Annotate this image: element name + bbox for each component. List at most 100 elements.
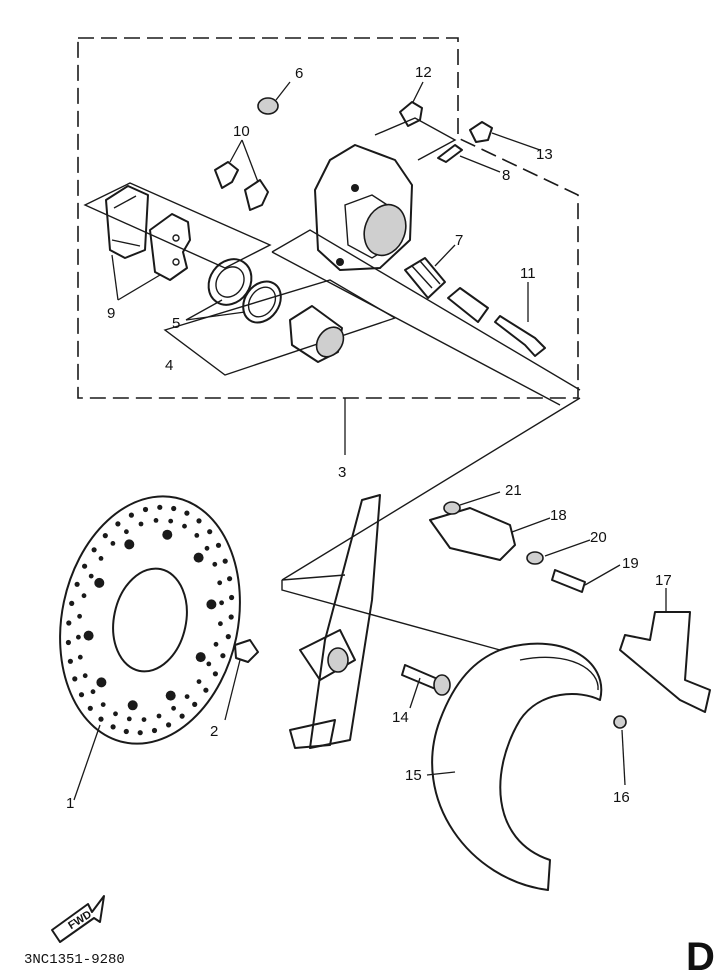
disc-hole [110,541,116,546]
disc-hole [141,717,147,722]
disc-hole [220,653,226,659]
page-letter: D [686,935,715,976]
callout-16: 16 [613,789,630,806]
disc-hole [98,716,104,722]
disc-hole [128,512,134,518]
disc-hole [78,692,85,698]
group-lines [83,117,581,651]
disc-hole [142,506,149,513]
brake-disc [59,495,241,745]
disc-cover [431,642,603,891]
disc-hole [90,689,96,695]
brake-pads [105,185,191,281]
disc-hole [227,576,233,582]
disc-hole [123,728,129,735]
disc-hole [165,690,176,701]
disc-hole [96,677,107,688]
pad-clips [214,161,269,211]
callout-4: 4 [165,357,173,374]
fwd-arrow-icon: FWD [51,895,105,943]
disc-hole [65,639,71,646]
callout-10: 10 [233,123,250,140]
callout-19: 19 [622,555,639,572]
disc-hole [157,504,163,510]
disc-hole [102,533,108,539]
disc-holes [65,504,235,736]
disc-hole [179,713,185,719]
caliper-body [314,144,413,271]
disc-hole [69,600,75,607]
disc-hole [66,620,72,626]
caliper-assembly-boundary [77,37,579,399]
hose-guide-hardware [429,501,586,593]
disc-hole [194,533,200,538]
drawing-code: 3NC1351-9280 [24,952,125,968]
callout-5: 5 [172,315,180,332]
callout-6: 6 [295,65,303,82]
disc-hole [196,518,202,524]
disc-hole [193,552,204,563]
callout-17: 17 [655,572,672,589]
disc-hole [222,558,228,564]
disc-hole [83,630,94,641]
disc-hole [115,521,121,527]
cover-screw [613,715,627,729]
seal-rings [207,258,282,324]
callout-9: 9 [107,305,115,322]
disc-hole [127,700,138,711]
callout-11: 11 [520,265,536,282]
disc-hole [82,673,88,679]
disc-hole [206,661,212,667]
callout-14: 14 [392,709,409,726]
disc-hole [225,634,231,640]
callout-2: 2 [210,723,218,740]
disc-hole [212,671,218,677]
disc-hole [207,529,213,535]
disc-hole [138,521,144,527]
disc-hole [67,658,73,664]
disc-hole [153,518,159,523]
disc-hole [196,679,202,684]
disc-hole [228,614,234,620]
callout-1: 1 [66,795,74,812]
disc-hole [184,694,190,699]
callout-21: 21 [505,482,522,499]
disc-hole [162,529,173,540]
leader-lines [73,81,667,801]
disc-hole [219,600,225,606]
disc-hole [218,621,223,627]
disc-hole [151,727,158,734]
disc-hole [166,722,172,728]
pin-boot-sleeve-bolt [404,257,546,357]
disc-hole [72,676,78,682]
disc-hole [184,510,190,516]
callout-3: 3 [338,464,346,481]
disc-hole [82,563,88,569]
disc-hole [94,577,105,588]
disc-hole [126,716,132,722]
fork-leg [289,494,381,749]
disc-hole [77,613,82,619]
disc-hole [76,634,81,640]
caliper-guard [619,611,711,713]
disc-hole [77,654,83,660]
callout-labels: 1 2 3 4 5 6 7 8 9 10 11 12 13 14 15 16 1… [66,64,672,812]
disc-hole [124,539,135,550]
disc-hole [88,573,94,579]
disc-hole [98,556,104,561]
disc-hole [217,580,223,586]
disc-hole [203,687,209,693]
disc-hole [192,701,198,708]
disc-hole [168,518,174,524]
disc-hole [171,505,177,512]
callout-15: 15 [405,767,422,784]
disc-hole [212,561,218,567]
axle-bolt [401,664,451,696]
callout-12: 12 [415,64,432,81]
piston [289,305,345,363]
disc-hole [195,652,206,663]
callout-13: 13 [536,146,553,163]
disc-hole [113,711,118,717]
callout-18: 18 [550,507,567,524]
